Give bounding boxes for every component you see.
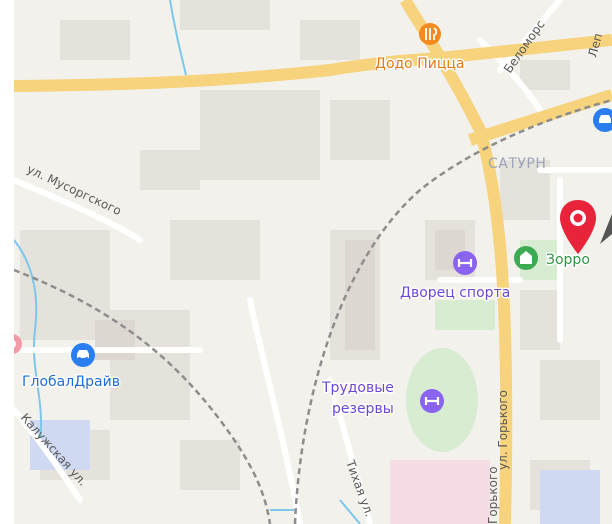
poi-label-zorro: Зорро bbox=[546, 252, 590, 268]
poi-zorro[interactable]: Зорро bbox=[512, 244, 591, 278]
car-icon[interactable] bbox=[590, 105, 612, 135]
house-icon bbox=[514, 246, 538, 270]
street-label-gorkogo-lower: Горького bbox=[486, 466, 500, 524]
street-label-tikhaya: Тихая ул. bbox=[343, 457, 377, 518]
dumbbell-icon bbox=[420, 389, 444, 413]
street-label-gorkogo: ул. Горького bbox=[496, 390, 510, 470]
railways bbox=[13, 98, 612, 524]
marker-shadow bbox=[600, 214, 612, 244]
h-block bbox=[30, 420, 600, 524]
poi-label-dvorets-sporta: Дворец спорта bbox=[400, 285, 510, 301]
district-label-saturn: САТУРН bbox=[488, 156, 546, 172]
street-label-musorgskogo: ул. Мусоргского bbox=[25, 162, 124, 218]
poi-dodo-pizza[interactable]: Додо Пицца bbox=[375, 22, 485, 86]
street-label-lep: Леп bbox=[585, 32, 605, 59]
minor-roads bbox=[11, 0, 612, 524]
fork-knife-icon bbox=[419, 23, 441, 45]
pink-zone bbox=[390, 460, 490, 524]
poi-label-rezervy: резервы bbox=[332, 401, 394, 417]
location-pin-icon[interactable] bbox=[558, 198, 598, 258]
street-label-kaluzhskaya: Калужская ул. bbox=[18, 411, 90, 489]
poi-trudovye-rezervy[interactable]: Трудовые резервы bbox=[320, 376, 444, 424]
poi-label-trudovye: Трудовые bbox=[321, 380, 394, 396]
left-white-strip bbox=[0, 0, 14, 524]
poi-label-global-drive: ГлобалДрайв bbox=[22, 374, 120, 390]
major-roads bbox=[13, 0, 612, 524]
poi-label-dodo-pizza: Додо Пицца bbox=[375, 56, 464, 72]
car-icon bbox=[71, 343, 95, 367]
building-detail bbox=[60, 230, 465, 465]
dumbbell-icon bbox=[453, 251, 477, 275]
street-label-belomorskaya: Беломорс bbox=[501, 18, 548, 76]
